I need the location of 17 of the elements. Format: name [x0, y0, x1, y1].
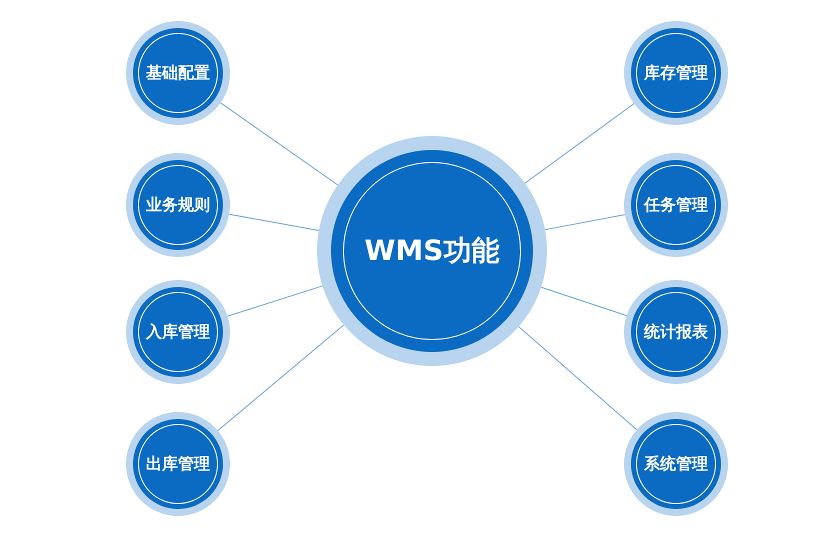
topic-label: 库存管理: [644, 62, 708, 84]
connector-line: [227, 285, 323, 317]
connector-line: [524, 103, 634, 184]
connector-line: [220, 102, 338, 186]
topic-label: 业务规则: [146, 194, 210, 216]
connector-line: [518, 326, 638, 430]
topic-label: 基础配置: [146, 62, 210, 84]
connector-line: [540, 286, 628, 316]
topic-label: 任务管理: [644, 194, 708, 216]
center-title: WMS功能: [364, 233, 500, 269]
topic-label: 系统管理: [644, 454, 708, 474]
connector-line: [217, 324, 344, 432]
connector-line: [544, 214, 626, 230]
connector-line: [228, 214, 320, 231]
topic-label: 统计报表: [644, 322, 708, 342]
topic-label: 出库管理: [146, 454, 210, 474]
topic-label: 入库管理: [146, 322, 210, 342]
